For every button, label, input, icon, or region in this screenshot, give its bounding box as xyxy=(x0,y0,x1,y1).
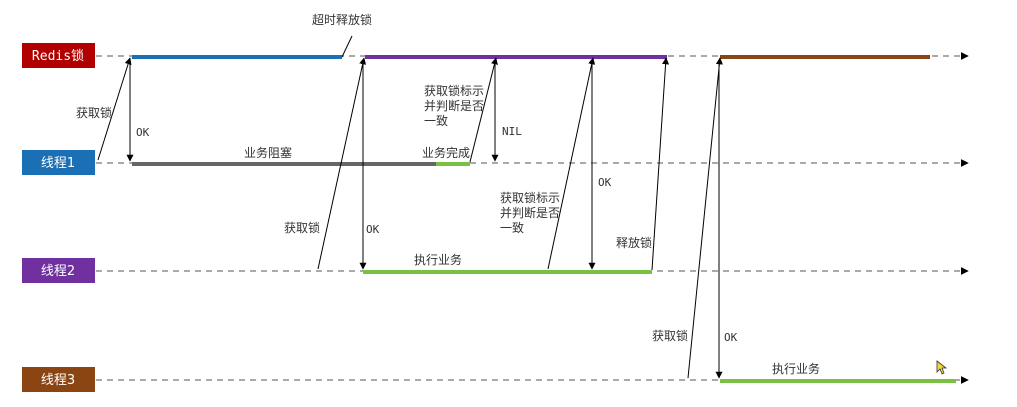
lane-thread2-box xyxy=(22,258,95,283)
thread2-release-arrow xyxy=(651,57,670,271)
message-arrows xyxy=(97,35,723,379)
thread1-check-note-line2: 并判断是否 xyxy=(424,98,484,113)
thread1-check-arrow xyxy=(469,57,498,163)
timeout-release-note: 超时释放锁 xyxy=(312,12,372,27)
thread2-release-note: 释放锁 xyxy=(616,235,652,250)
activity-bars xyxy=(132,162,956,383)
thread2-execute-note: 执行业务 xyxy=(414,252,462,267)
thread1-acquire-note: 获取锁 xyxy=(76,105,112,120)
thread2-check-ok-note: OK xyxy=(598,176,612,189)
lane-thread1-box xyxy=(22,150,95,175)
lane-thread2-label: 线程2 xyxy=(41,264,75,279)
thread2-ok-note: OK xyxy=(366,223,380,236)
thread1-nil-note: NIL xyxy=(502,125,522,138)
thread1-done-note: 业务完成 xyxy=(422,145,470,160)
annotations: 超时释放锁 获取锁 OK 业务阻塞 业务完成 获取锁标示 并判断是否 一致 NI… xyxy=(76,12,820,376)
thread1-ok-note: OK xyxy=(136,126,150,139)
thread1-check-note-line3: 一致 xyxy=(424,114,448,128)
thread2-acquire-note: 获取锁 xyxy=(284,220,320,235)
lane-redis-label: Redis锁 xyxy=(32,48,84,64)
lane-thread1: 线程1 xyxy=(22,150,95,175)
thread2-check-arrow xyxy=(547,57,596,270)
thread3-acquire-note: 获取锁 xyxy=(652,328,688,343)
lane-redis: Redis锁 xyxy=(22,43,95,68)
thread3-ok-note: OK xyxy=(724,331,738,344)
thread2-check-note-line2: 并判断是否 xyxy=(500,205,560,220)
thread3-acquire-arrow xyxy=(687,57,723,379)
thread2-check-note-line1: 获取锁标示 xyxy=(500,190,560,205)
lane-thread3: 线程3 xyxy=(22,367,95,392)
thread1-check-note-line1: 获取锁标示 xyxy=(424,83,484,98)
thread1-acquire-arrow xyxy=(97,57,132,161)
lane-thread3-box xyxy=(22,367,95,392)
lane-redis-box xyxy=(22,43,95,68)
lane-thread3-label: 线程3 xyxy=(41,373,75,388)
lane-thread2: 线程2 xyxy=(22,258,95,283)
thread1-blocked-note: 业务阻塞 xyxy=(244,145,292,160)
timeout-release-connector xyxy=(341,35,353,58)
thread3-execute-note: 执行业务 xyxy=(772,361,820,376)
thread2-check-note-line3: 一致 xyxy=(500,221,524,235)
mouse-cursor-icon xyxy=(936,360,948,375)
lane-thread1-label: 线程1 xyxy=(41,156,75,171)
thread2-acquire-arrow xyxy=(317,57,367,270)
